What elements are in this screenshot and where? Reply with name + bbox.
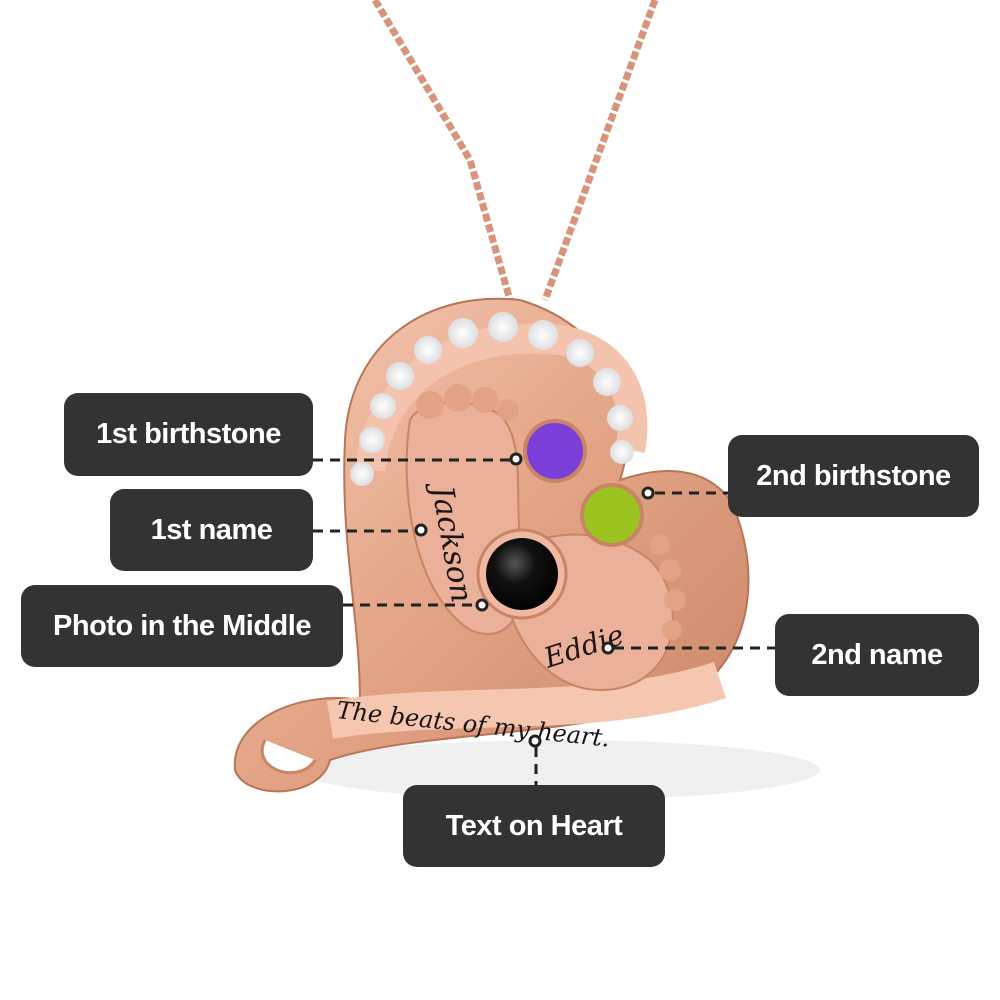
label-photo-in-middle: Photo in the Middle [21, 585, 343, 667]
label-second-birthstone: 2nd birthstone [728, 435, 979, 517]
label-second-name: 2nd name [775, 614, 979, 696]
label-first-name: 1st name [110, 489, 313, 571]
label-text-on-heart: Text on Heart [403, 785, 665, 867]
label-first-birthstone: 1st birthstone [64, 393, 313, 476]
accent-diamonds [350, 312, 634, 486]
photo-projection-stone [486, 538, 558, 610]
callout-dots [414, 452, 655, 748]
second-birthstone [580, 483, 644, 547]
callout-lines [313, 458, 775, 785]
chain [371, 0, 659, 302]
first-birthstone [523, 419, 587, 483]
